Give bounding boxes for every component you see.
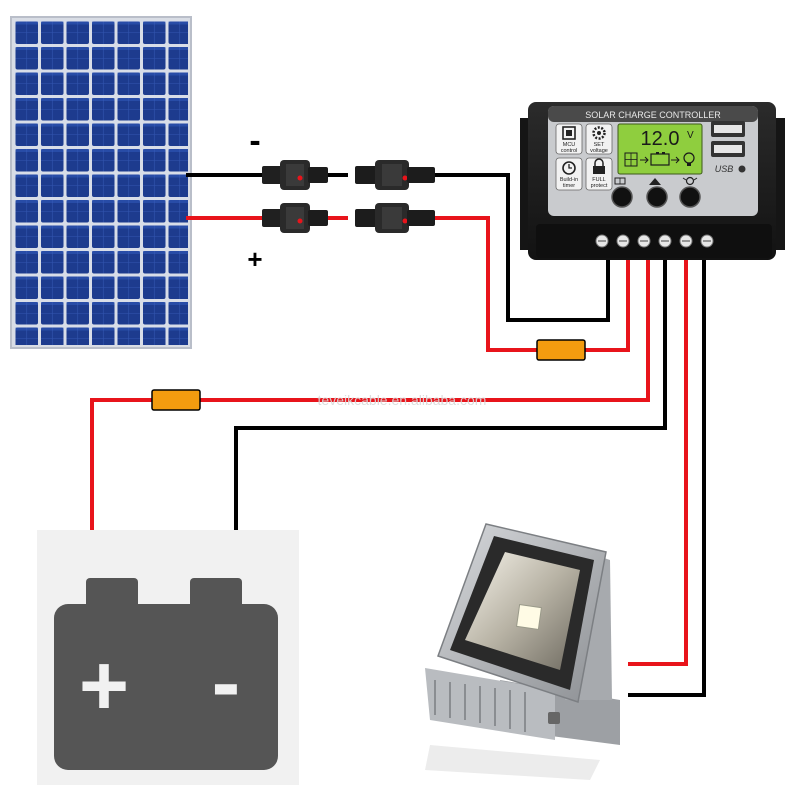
fuse-panel: [536, 339, 586, 361]
feature-timer: Build-in timer: [555, 157, 583, 191]
fuse-battery: [151, 389, 201, 411]
battery: + -: [37, 530, 299, 785]
lcd-display: 12.0 V: [617, 123, 703, 175]
lcd-voltage-value: 12.0: [641, 128, 680, 150]
feature-set-line2: voltage: [590, 148, 608, 154]
feature-mcu: MCU control: [555, 123, 583, 155]
lcd-arrow-icon-2: [671, 156, 680, 164]
feature-set-line1: SET: [594, 142, 605, 148]
battery-negative-sign: -: [212, 635, 241, 731]
lcd-battery-icon: [650, 152, 670, 166]
usb-label: USB: [715, 164, 734, 174]
controller-title: SOLAR CHARGE CONTROLLER: [585, 110, 721, 120]
clock-icon: [562, 161, 576, 175]
wire-load-positive: [628, 255, 688, 666]
controller-button-middle[interactable]: [646, 186, 668, 208]
led-floodlight: [425, 523, 620, 780]
led-chip: [516, 604, 542, 630]
wire-load-negative: [628, 255, 706, 697]
controller-button-left[interactable]: [611, 186, 633, 208]
mc4-connector-positive-male: [262, 203, 348, 233]
wire-panel-positive: [435, 216, 630, 352]
lcd-panel-icon: [624, 152, 638, 167]
terminal-screws: [595, 234, 714, 248]
mc4-connector-negative-female: [355, 160, 435, 190]
panel-icon: [614, 177, 626, 185]
feature-timer-line2: timer: [563, 183, 575, 189]
lock-icon: [593, 158, 605, 174]
feature-set-voltage: SET voltage: [585, 123, 613, 155]
wire-panel-negative: [435, 173, 610, 322]
solar-panel: [10, 16, 192, 349]
mc4-connector-negative-male: [262, 160, 348, 190]
watermark-text: teveikcable.en.alibaba.com: [318, 392, 487, 408]
feature-full-line1: FULL: [592, 177, 605, 183]
controller-button-right[interactable]: [679, 186, 701, 208]
feature-mcu-line2: control: [561, 148, 578, 154]
feature-full-protect: FULL protect: [585, 157, 613, 191]
lcd-bulb-icon: [683, 152, 695, 166]
battery-positive-sign: +: [79, 638, 129, 734]
feature-mcu-line1: MCU: [563, 142, 576, 148]
usb-ports: USB: [711, 121, 746, 174]
wire-battery-negative: [234, 255, 667, 558]
feature-full-line2: protect: [591, 183, 608, 189]
usb-indicator: [738, 165, 746, 173]
lcd-arrow-icon: [640, 156, 649, 164]
panel-leads: [186, 173, 262, 220]
panel-positive-sign: +: [247, 244, 262, 274]
feature-timer-line1: Build-in: [560, 177, 578, 183]
wire-battery-positive: [90, 255, 650, 566]
solar-charge-controller: SOLAR CHARGE CONTROLLER MCU control SET …: [520, 102, 785, 260]
gear-icon: [592, 126, 606, 140]
chip-icon: [562, 126, 576, 140]
lcd-voltage-unit: V: [687, 130, 694, 141]
wires: [90, 173, 706, 697]
mc4-connector-positive-female: [355, 203, 435, 233]
panel-negative-sign: -: [249, 122, 260, 160]
bulb-icon: [682, 176, 698, 186]
warning-icon: [649, 178, 661, 185]
